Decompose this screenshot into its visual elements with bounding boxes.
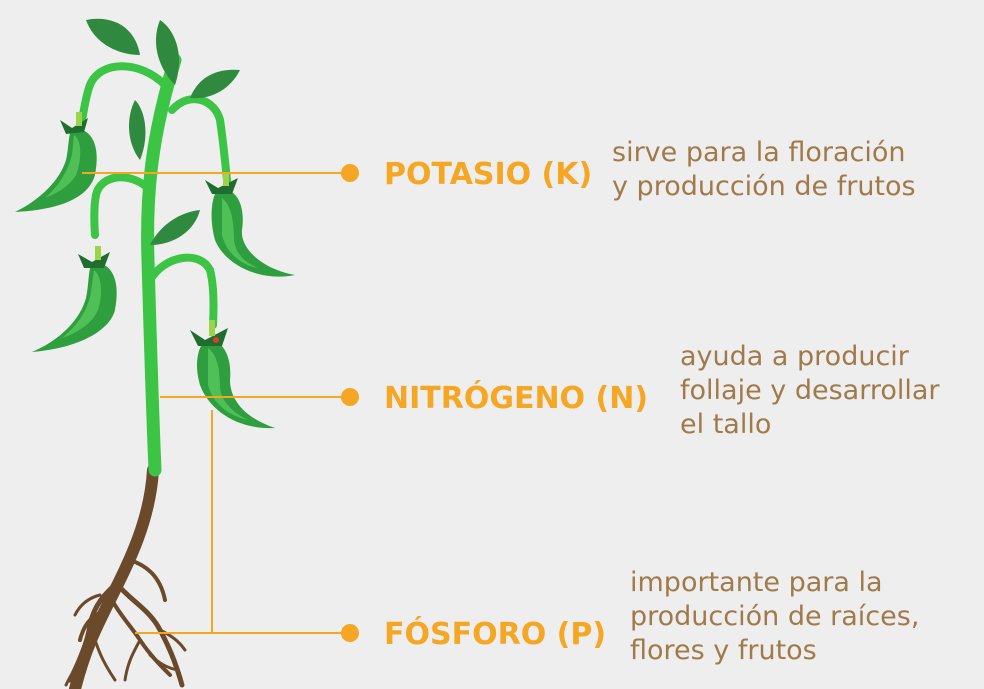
description-line: y producción de frutos [612,171,916,202]
potasio-description: sirve para la floración y producción de … [612,136,916,204]
plant-roots [64,464,187,689]
description-line: sirve para la floración [612,137,906,168]
description-line: el tallo [680,409,772,440]
leaf-icon [86,18,240,245]
connector-dots [341,164,359,642]
potasio-label: POTASIO (K) [384,157,593,192]
description-line: follaje y desarrollar [680,375,940,406]
description-line: ayuda a producir [680,341,909,372]
potasio-dot [341,164,359,182]
nitrogeno-label: NITRÓGENO (N) [384,381,649,416]
description-line: producción de raíces, [630,601,920,632]
nitrogeno-description: ayuda a producir follaje y desarrollar e… [680,340,940,442]
pepper-icon [15,112,295,429]
fosforo-description: importante para la producción de raíces,… [630,566,919,668]
connector-lines [82,172,350,634]
fosforo-dot [341,624,359,642]
description-line: importante para la [630,567,883,598]
fosforo-label: FÓSFORO (P) [384,617,607,652]
description-line: flores y frutos [630,635,817,666]
nitrogeno-dot [341,388,359,406]
plant-stem [78,53,231,477]
